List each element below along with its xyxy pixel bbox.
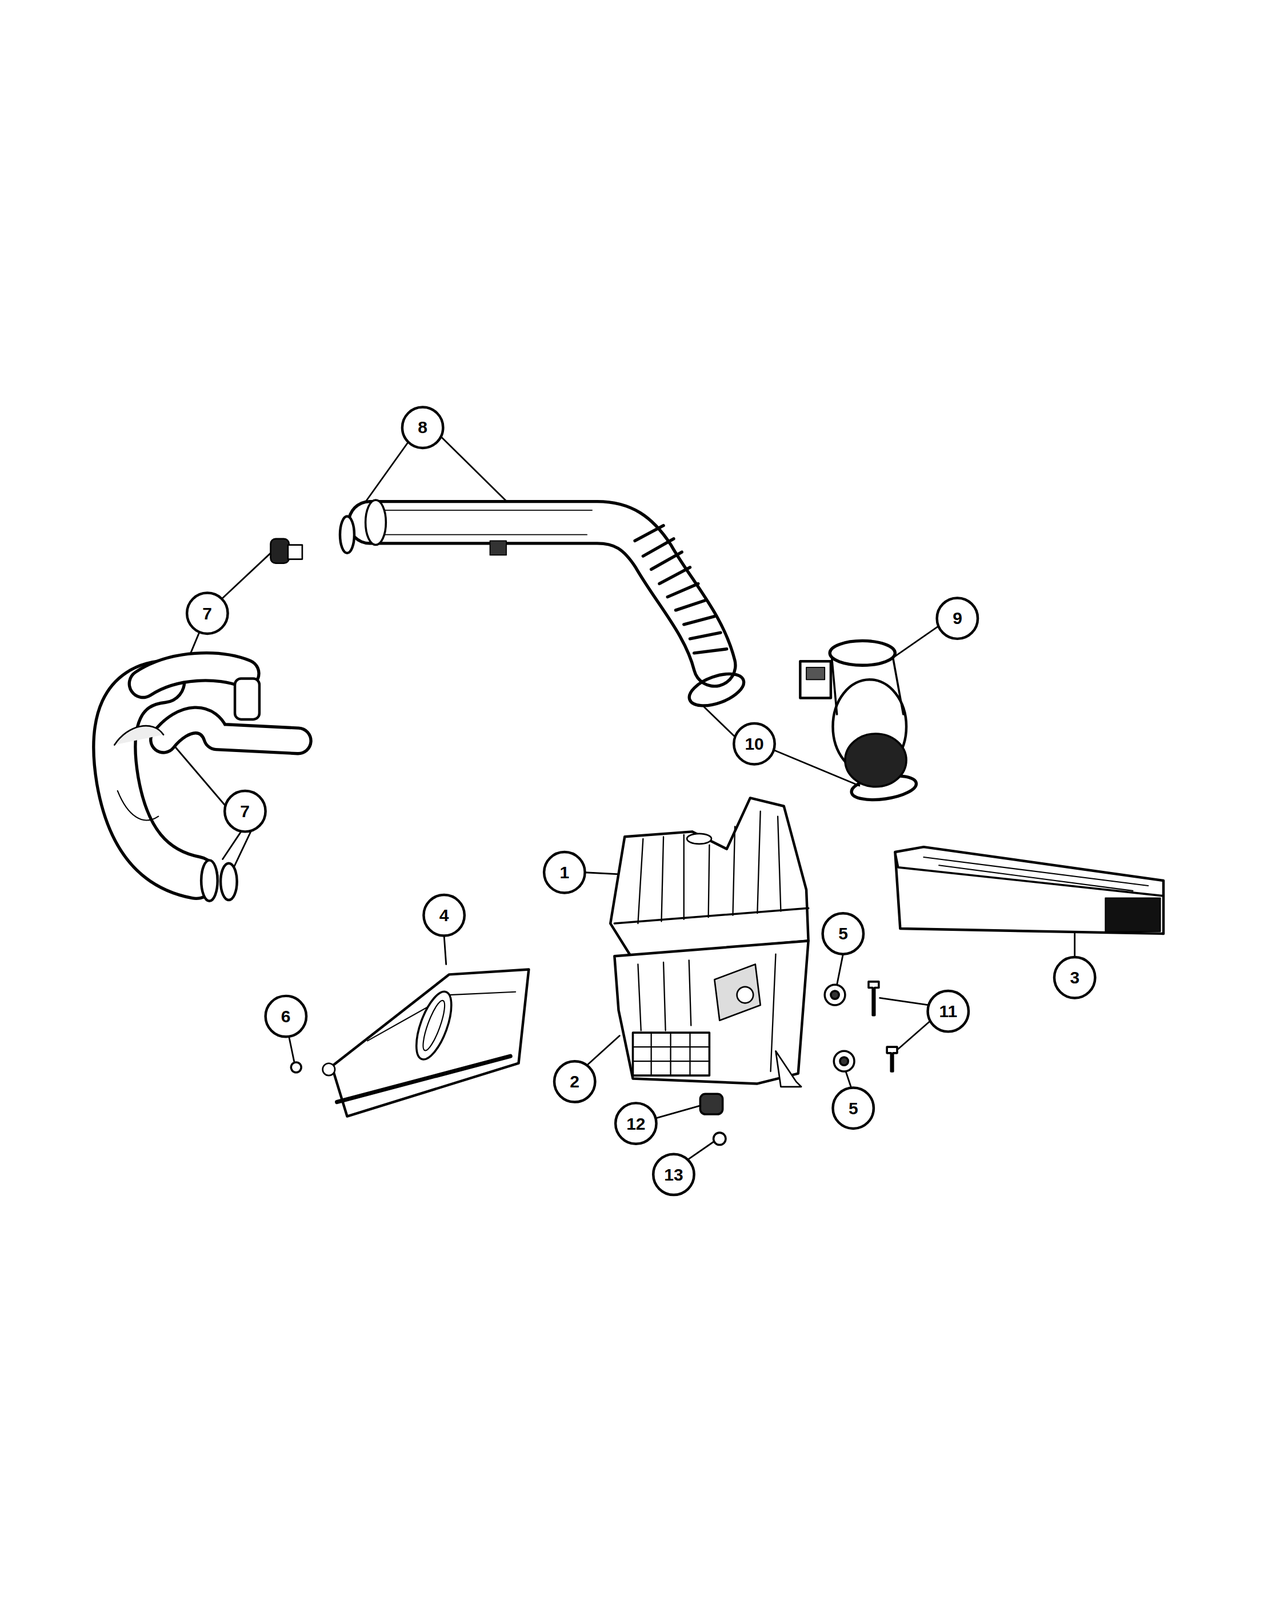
hose-clamp [685,667,748,712]
callout-number: 7 [202,605,212,623]
callout-number: 13 [664,1166,683,1184]
callout-number: 6 [281,1008,291,1026]
callout-number: 7 [240,802,250,820]
callout-number: 2 [569,1073,580,1091]
hose-assembly [114,538,303,902]
callout-number: 9 [952,609,963,627]
air-filter [894,846,1164,934]
callout-number: 1 [559,864,570,882]
callout-number: 8 [417,418,428,436]
callout-number: 4 [439,906,450,924]
callout-circles [186,407,1095,1196]
callout-number: 3 [1070,969,1080,987]
callout-number: 12 [626,1115,646,1133]
air-flow-sensor [800,640,907,787]
fasteners [290,981,898,1146]
callout-number: 5 [838,925,848,943]
callout-number: 5 [848,1100,859,1118]
callout-number: 10 [744,735,764,753]
callout-number: 11 [939,1002,958,1020]
air-duct [322,969,530,1116]
air-cleaner-box [610,797,808,1087]
leader-lines [160,436,1075,1160]
intake-tube [340,500,727,666]
